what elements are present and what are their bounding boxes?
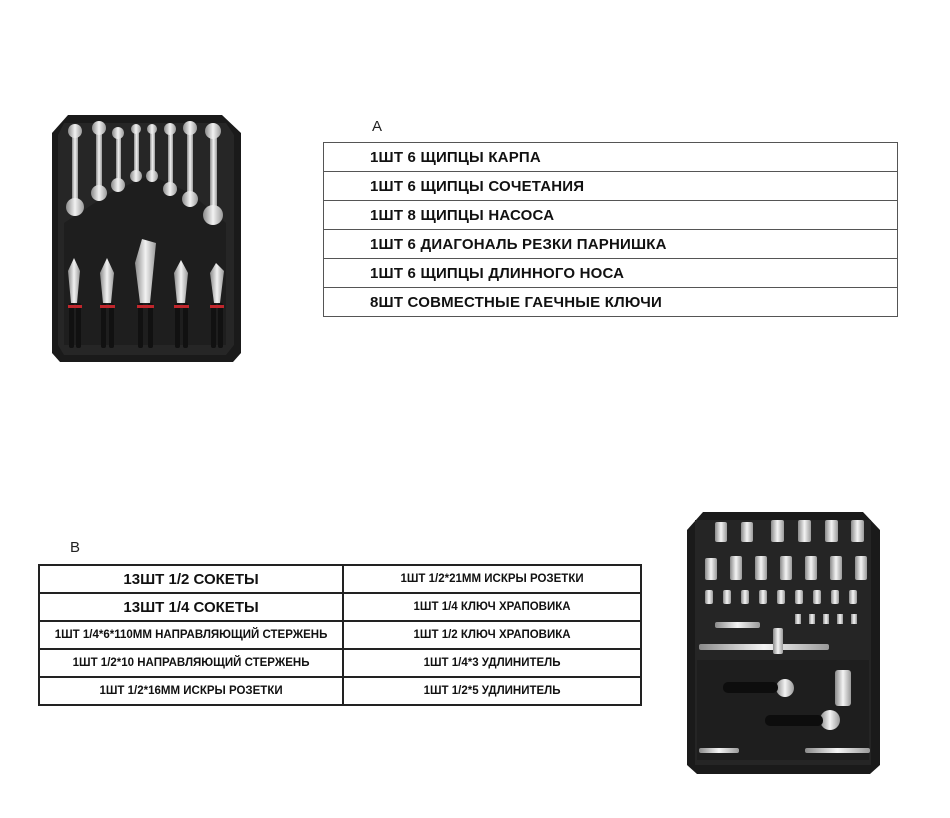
table-row: 1ШТ 1/2*10 НАПРАВЛЯЮЩИЙ СТЕРЖЕНЬ 1ШТ 1/4… bbox=[37, 648, 642, 678]
table-cell: 1ШТ 6 ДИАГОНАЛЬ РЕЗКИ ПАРНИШКА bbox=[323, 229, 898, 259]
section-a-table: 1ШТ 6 ЩИПЦЫ КАРПА 1ШТ 6 ЩИПЦЫ СОЧЕТАНИЯ … bbox=[323, 142, 898, 317]
table-row: 8ШТ СОВМЕСТНЫЕ ГАЕЧНЫЕ КЛЮЧИ bbox=[323, 287, 898, 317]
socket-icon bbox=[705, 520, 867, 624]
table-cell: 13ШТ 1/4 СОКЕТЫ bbox=[37, 592, 345, 622]
table-row: 1ШТ 1/4*6*110ММ НАПРАВЛЯЮЩИЙ СТЕРЖЕНЬ 1Ш… bbox=[37, 620, 642, 650]
ratchet-icon bbox=[699, 622, 870, 753]
tool-tray-b-image bbox=[685, 510, 882, 775]
table-cell: 1ШТ 8 ЩИПЦЫ НАСОСА bbox=[323, 200, 898, 230]
table-row: 1ШТ 8 ЩИПЦЫ НАСОСА bbox=[323, 200, 898, 230]
table-cell: 1ШТ 1/2*21ММ ИСКРЫ РОЗЕТКИ bbox=[342, 564, 642, 594]
table-cell: 8ШТ СОВМЕСТНЫЕ ГАЕЧНЫЕ КЛЮЧИ bbox=[323, 287, 898, 317]
wrench-icon bbox=[66, 121, 223, 225]
section-b-table: 13ШТ 1/2 СОКЕТЫ 1ШТ 1/2*21ММ ИСКРЫ РОЗЕТ… bbox=[37, 564, 642, 706]
table-cell: 1ШТ 6 ЩИПЦЫ КАРПА bbox=[323, 142, 898, 172]
table-row: 1ШТ 6 ДИАГОНАЛЬ РЕЗКИ ПАРНИШКА bbox=[323, 229, 898, 259]
table-row: 13ШТ 1/2 СОКЕТЫ 1ШТ 1/2*21ММ ИСКРЫ РОЗЕТ… bbox=[37, 564, 642, 594]
table-cell: 1ШТ 1/2*10 НАПРАВЛЯЮЩИЙ СТЕРЖЕНЬ bbox=[37, 648, 345, 678]
table-row: 1ШТ 6 ЩИПЦЫ СОЧЕТАНИЯ bbox=[323, 171, 898, 201]
table-row: 1ШТ 1/2*16ММ ИСКРЫ РОЗЕТКИ 1ШТ 1/2*5 УДЛ… bbox=[37, 676, 642, 706]
section-a-label: A bbox=[372, 118, 383, 135]
section-b-label: B bbox=[70, 539, 81, 556]
table-cell: 1ШТ 1/4*3 УДЛИНИТЕЛЬ bbox=[342, 648, 642, 678]
pliers-icon bbox=[68, 239, 224, 348]
table-row: 1ШТ 6 ЩИПЦЫ ДЛИННОГО НОСА bbox=[323, 258, 898, 288]
table-cell: 1ШТ 1/4 КЛЮЧ ХРАПОВИКА bbox=[342, 592, 642, 622]
table-cell: 1ШТ 1/2 КЛЮЧ ХРАПОВИКА bbox=[342, 620, 642, 650]
table-cell: 1ШТ 6 ЩИПЦЫ СОЧЕТАНИЯ bbox=[323, 171, 898, 201]
table-row: 1ШТ 6 ЩИПЦЫ КАРПА bbox=[323, 142, 898, 172]
table-cell: 1ШТ 1/2*5 УДЛИНИТЕЛЬ bbox=[342, 676, 642, 706]
table-cell: 13ШТ 1/2 СОКЕТЫ bbox=[37, 564, 345, 594]
table-row: 13ШТ 1/4 СОКЕТЫ 1ШТ 1/4 КЛЮЧ ХРАПОВИКА bbox=[37, 592, 642, 622]
table-cell: 1ШТ 1/4*6*110ММ НАПРАВЛЯЮЩИЙ СТЕРЖЕНЬ bbox=[37, 620, 345, 650]
table-cell: 1ШТ 6 ЩИПЦЫ ДЛИННОГО НОСА bbox=[323, 258, 898, 288]
tool-tray-a-image bbox=[50, 113, 243, 363]
table-cell: 1ШТ 1/2*16ММ ИСКРЫ РОЗЕТКИ bbox=[37, 676, 345, 706]
